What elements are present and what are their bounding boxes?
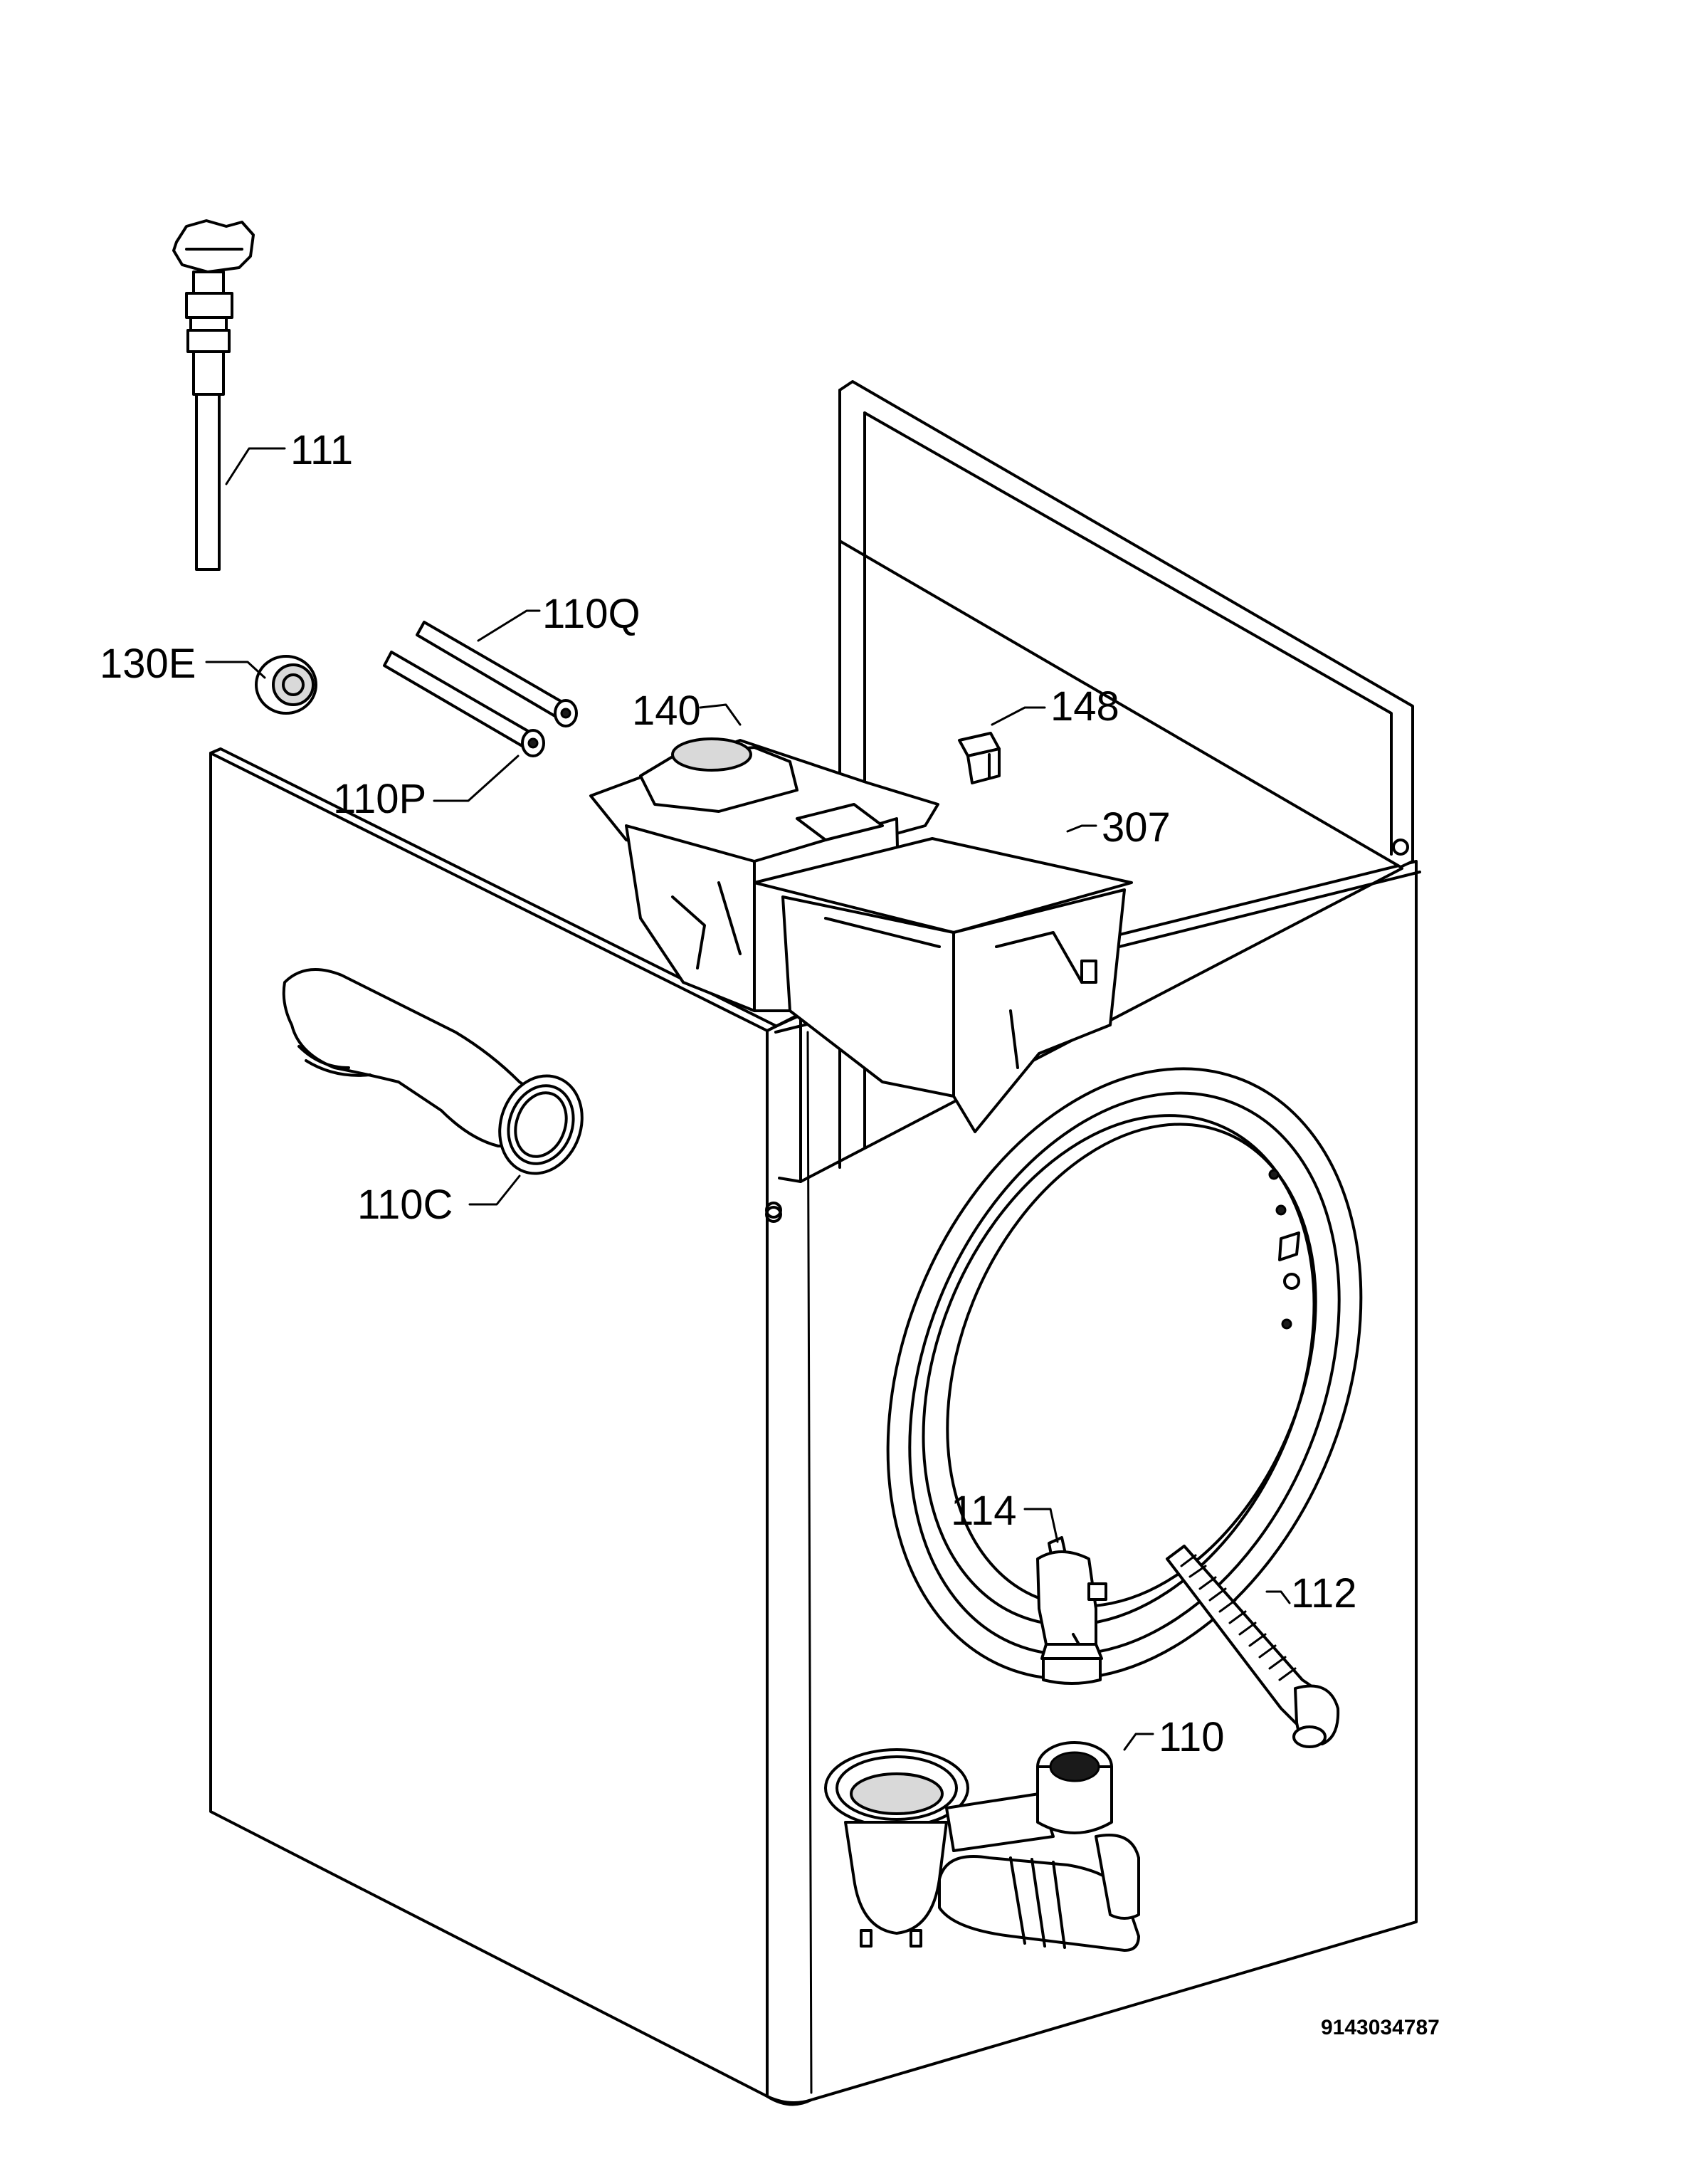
screw-icon — [765, 1206, 782, 1223]
bung-part-130E — [255, 655, 317, 715]
callout-140: 140 — [632, 688, 701, 734]
leader-lines — [205, 447, 1291, 1751]
door-opening — [886, 1067, 1363, 1681]
rear-panel-frame — [838, 380, 1414, 1169]
callout-labels: 111 110Q 130E 140 148 110P 307 110C 114 … — [100, 427, 1440, 2039]
corrugated-hose-part-112 — [1166, 1545, 1340, 1748]
callout-307: 307 — [1102, 804, 1171, 851]
hose-part-110Q — [416, 621, 578, 727]
dispenser-drawer-part-307 — [753, 837, 1133, 1133]
drain-pump-part-110 — [824, 1741, 1140, 1952]
callout-110P: 110P — [333, 776, 426, 822]
callout-114: 114 — [951, 1488, 1016, 1534]
callout-112: 112 — [1291, 1570, 1356, 1617]
drawing-code: 9143034787 — [1321, 2016, 1440, 2039]
cabinet-top-rim-inner — [778, 1177, 802, 1183]
callout-130E: 130E — [100, 641, 196, 687]
clip-part-148 — [958, 732, 1001, 784]
inlet-hose-part-111 — [172, 219, 255, 571]
pressure-chamber-part-114 — [1036, 1536, 1107, 1685]
hose-part-110P — [383, 651, 545, 757]
callout-110: 110 — [1159, 1714, 1224, 1760]
callout-110C: 110C — [357, 1182, 453, 1228]
callout-111: 111 — [290, 427, 353, 473]
callout-110Q: 110Q — [542, 591, 640, 637]
callout-148: 148 — [1050, 683, 1119, 730]
bellows-part-110C — [282, 968, 584, 1175]
